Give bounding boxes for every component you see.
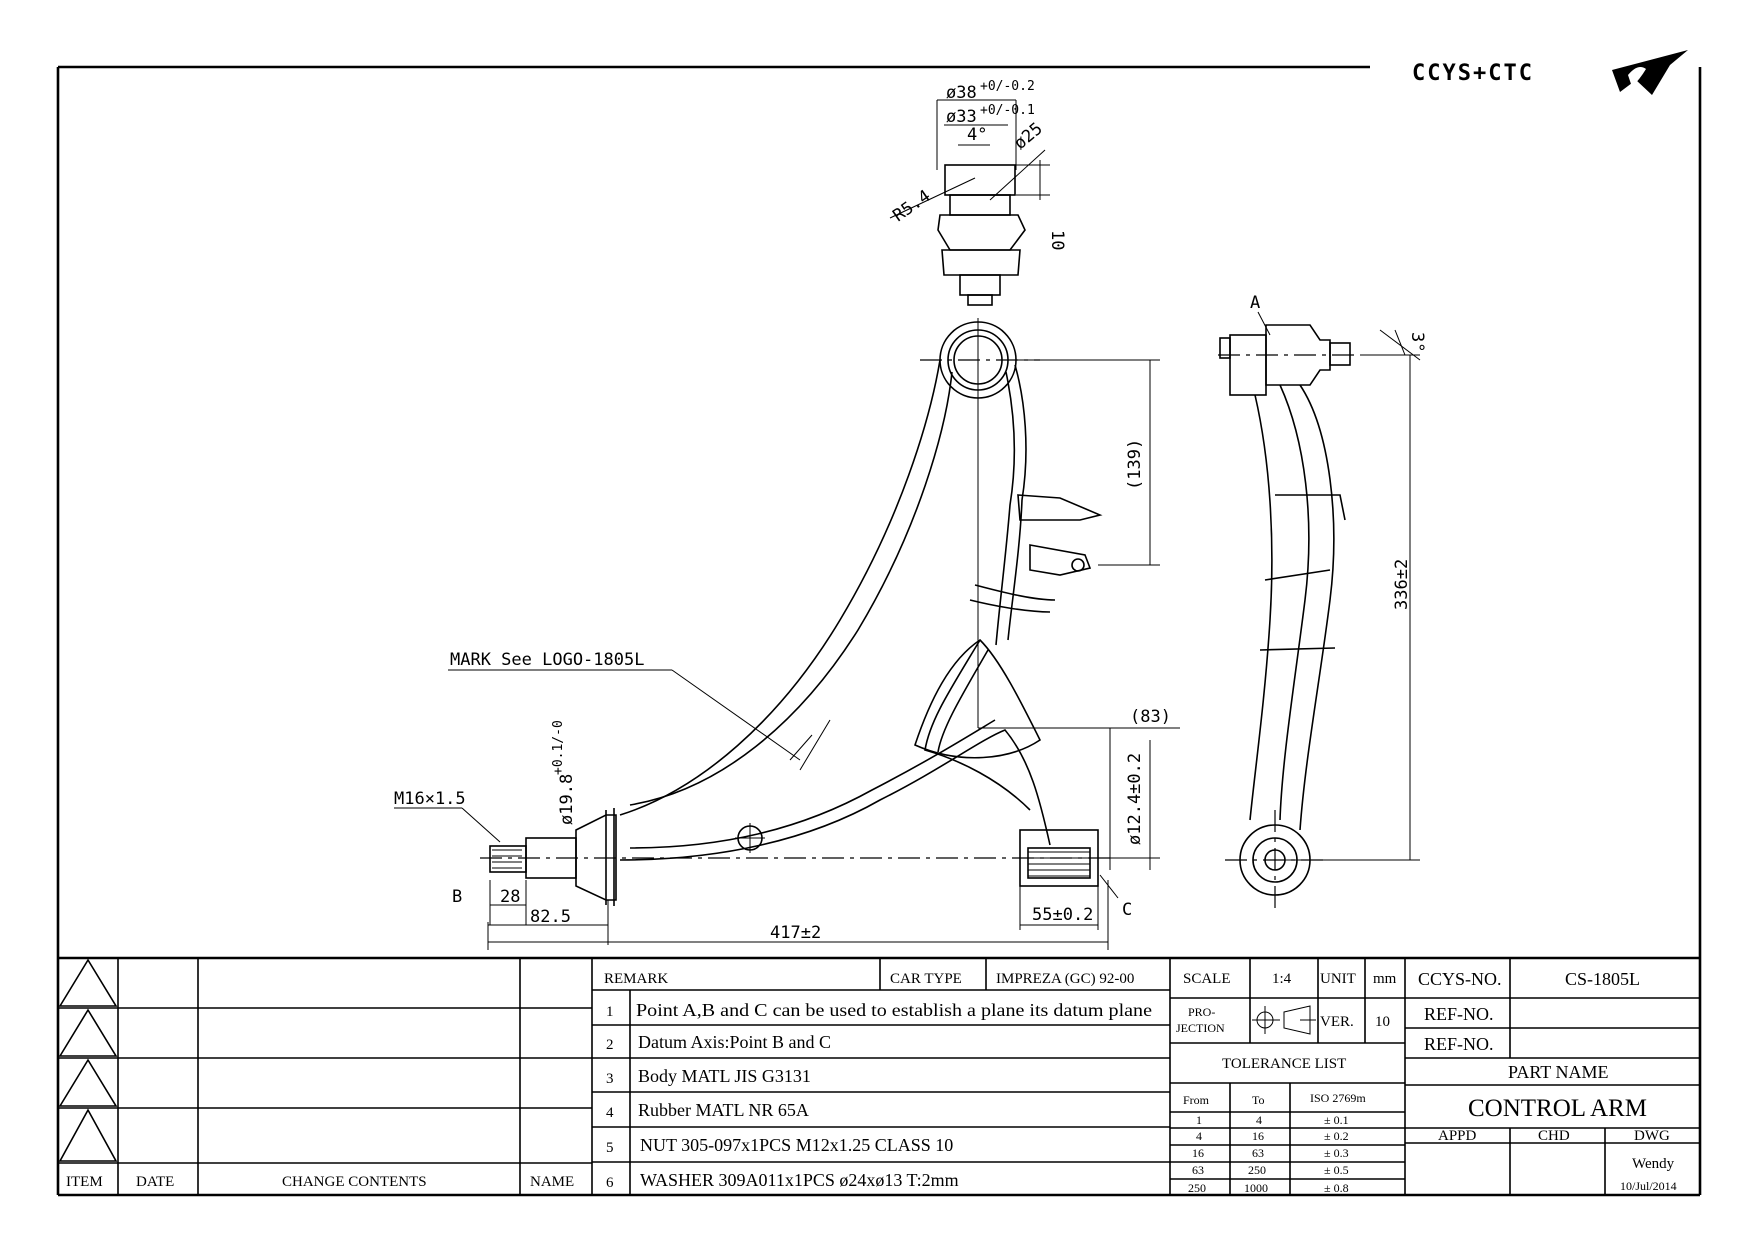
ver-value: 10 [1375, 1014, 1390, 1030]
dim-d33-tol: +0/-0.1 [980, 103, 1035, 118]
ccys-no-value: CS-1805L [1565, 969, 1640, 989]
mark-note: MARK See LOGO-1805L [450, 650, 644, 670]
rev-header-name: NAME [530, 1174, 574, 1190]
dim-d33: ø33 [946, 107, 977, 127]
remark-item-no: 4 [606, 1105, 614, 1121]
tol-to: 250 [1248, 1163, 1266, 1177]
dim-d38-tol: +0/-0.2 [980, 79, 1035, 94]
tol-to: 4 [1256, 1113, 1262, 1127]
point-b-label: B [452, 887, 462, 907]
dim-d38: ø38 [946, 83, 977, 103]
tol-from: 16 [1192, 1146, 1204, 1160]
remark-item-text: Rubber MATL NR 65A [638, 1100, 809, 1120]
chd-label: CHD [1538, 1128, 1570, 1144]
dim-d825: 82.5 [530, 907, 571, 927]
remark-item-text: Datum Axis:Point B and C [638, 1032, 831, 1052]
unit-label: UNIT [1320, 971, 1356, 987]
tol-value: ± 0.3 [1324, 1146, 1349, 1160]
car-type-value: IMPREZA (GC) 92-00 [996, 971, 1134, 987]
projection-label-2: JECTION [1176, 1021, 1225, 1035]
ccys-no-label: CCYS-NO. [1418, 969, 1502, 989]
tol-from: 63 [1192, 1163, 1204, 1177]
sheet-border [56, 65, 1702, 1197]
remark-item-no: 5 [606, 1140, 614, 1156]
appd-label: APPD [1438, 1128, 1477, 1144]
tolerance-title: TOLERANCE LIST [1222, 1056, 1346, 1072]
rev-header-date: DATE [136, 1174, 174, 1190]
dim-d55: 55±0.2 [1032, 905, 1093, 925]
tol-value: ± 0.8 [1324, 1181, 1349, 1195]
logo-text: CCYS+CTC [1412, 61, 1534, 86]
dwg-label: DWG [1634, 1128, 1670, 1144]
front-view [448, 318, 1110, 906]
tol-header-to: To [1252, 1093, 1265, 1107]
part-name-value: CONTROL ARM [1468, 1095, 1647, 1122]
tol-from: 1 [1196, 1113, 1202, 1127]
tol-header-iso: ISO 2769m [1310, 1091, 1366, 1105]
scale-value: 1:4 [1272, 971, 1292, 987]
remark-item-no: 1 [606, 1004, 614, 1020]
car-type-label: CAR TYPE [890, 971, 962, 987]
ref-no-label-2: REF-NO. [1424, 1034, 1494, 1054]
dim-d336: 336±2 [1392, 559, 1412, 610]
dim-d10: 10 [1047, 230, 1067, 250]
point-c-label: C [1122, 900, 1132, 920]
remark-item-text: WASHER 309A011x1PCS ø24xø13 T:2mm [640, 1170, 959, 1190]
revision-table: ITEM DATE CHANGE CONTENTS NAME [66, 1174, 574, 1190]
ver-label: VER. [1320, 1014, 1354, 1030]
rev-header-change: CHANGE CONTENTS [282, 1174, 427, 1190]
tol-value: ± 0.5 [1324, 1163, 1349, 1177]
projection-label-1: PRO- [1188, 1005, 1215, 1019]
dim-r54: R5.4 [889, 186, 934, 226]
title-block-grid [58, 956, 1700, 1195]
tol-value: ± 0.2 [1324, 1129, 1349, 1143]
unit-value: mm [1373, 971, 1397, 987]
tol-to: 16 [1252, 1129, 1264, 1143]
remark-header: REMARK [604, 971, 668, 987]
dim-d198-tol: +0.1/-0 [551, 720, 566, 775]
remark-item-text: NUT 305-097x1PCS M12x1.25 CLASS 10 [640, 1135, 953, 1155]
ball-joint-detail: ø38 +0/-0.2 ø33 +0/-0.1 4° ø25 R5.4 10 [889, 79, 1067, 306]
dim-d198: ø19.8 [557, 774, 577, 825]
scale-label: SCALE [1183, 971, 1231, 987]
remark-item-text: Point A,B and C can be used to establish… [636, 1000, 1152, 1020]
specs-table: SCALE 1:4 UNIT mm PRO- JECTION VER. 10 T… [1176, 971, 1397, 1195]
dwg-by: Wendy [1632, 1156, 1675, 1172]
remark-item-no: 6 [606, 1175, 614, 1191]
dim-d139: (139) [1125, 439, 1145, 490]
dim-d83: (83) [1130, 707, 1171, 727]
company-logo: CCYS+CTC [1412, 50, 1688, 95]
dim-d124: ø12.4±0.2 [1125, 753, 1145, 845]
side-view: A 336±2 3° [1218, 293, 1427, 910]
dim-m16: M16×1.5 [394, 789, 466, 809]
rev-header-item: ITEM [66, 1174, 103, 1190]
front-view-dimensions: (139) (83) ø12.4±0.2 ø19.8 +0.1/-0 M16×1… [394, 359, 1180, 950]
tol-header-from: From [1183, 1093, 1210, 1107]
title-info: CCYS-NO. CS-1805L REF-NO. REF-NO. PART N… [1418, 969, 1677, 1193]
remark-item-text: Body MATL JIS G3131 [638, 1066, 811, 1086]
tol-to: 1000 [1244, 1181, 1268, 1195]
point-a-label: A [1250, 293, 1260, 313]
remarks-table: REMARK CAR TYPE IMPREZA (GC) 92-00 1 Poi… [604, 971, 1152, 1191]
tol-from: 4 [1196, 1129, 1202, 1143]
tol-to: 63 [1252, 1146, 1264, 1160]
remark-item-no: 3 [606, 1071, 614, 1087]
tol-from: 250 [1188, 1181, 1206, 1195]
dim-d28: 28 [500, 887, 520, 907]
tol-value: ± 0.1 [1324, 1113, 1349, 1127]
dwg-date: 10/Jul/2014 [1620, 1179, 1677, 1193]
part-name-label: PART NAME [1508, 1062, 1608, 1082]
dim-angle3: 3° [1407, 332, 1427, 352]
dim-d417: 417±2 [770, 923, 821, 943]
dim-angle4: 4° [967, 125, 987, 145]
remark-item-no: 2 [606, 1037, 614, 1053]
ref-no-label-1: REF-NO. [1424, 1004, 1494, 1024]
